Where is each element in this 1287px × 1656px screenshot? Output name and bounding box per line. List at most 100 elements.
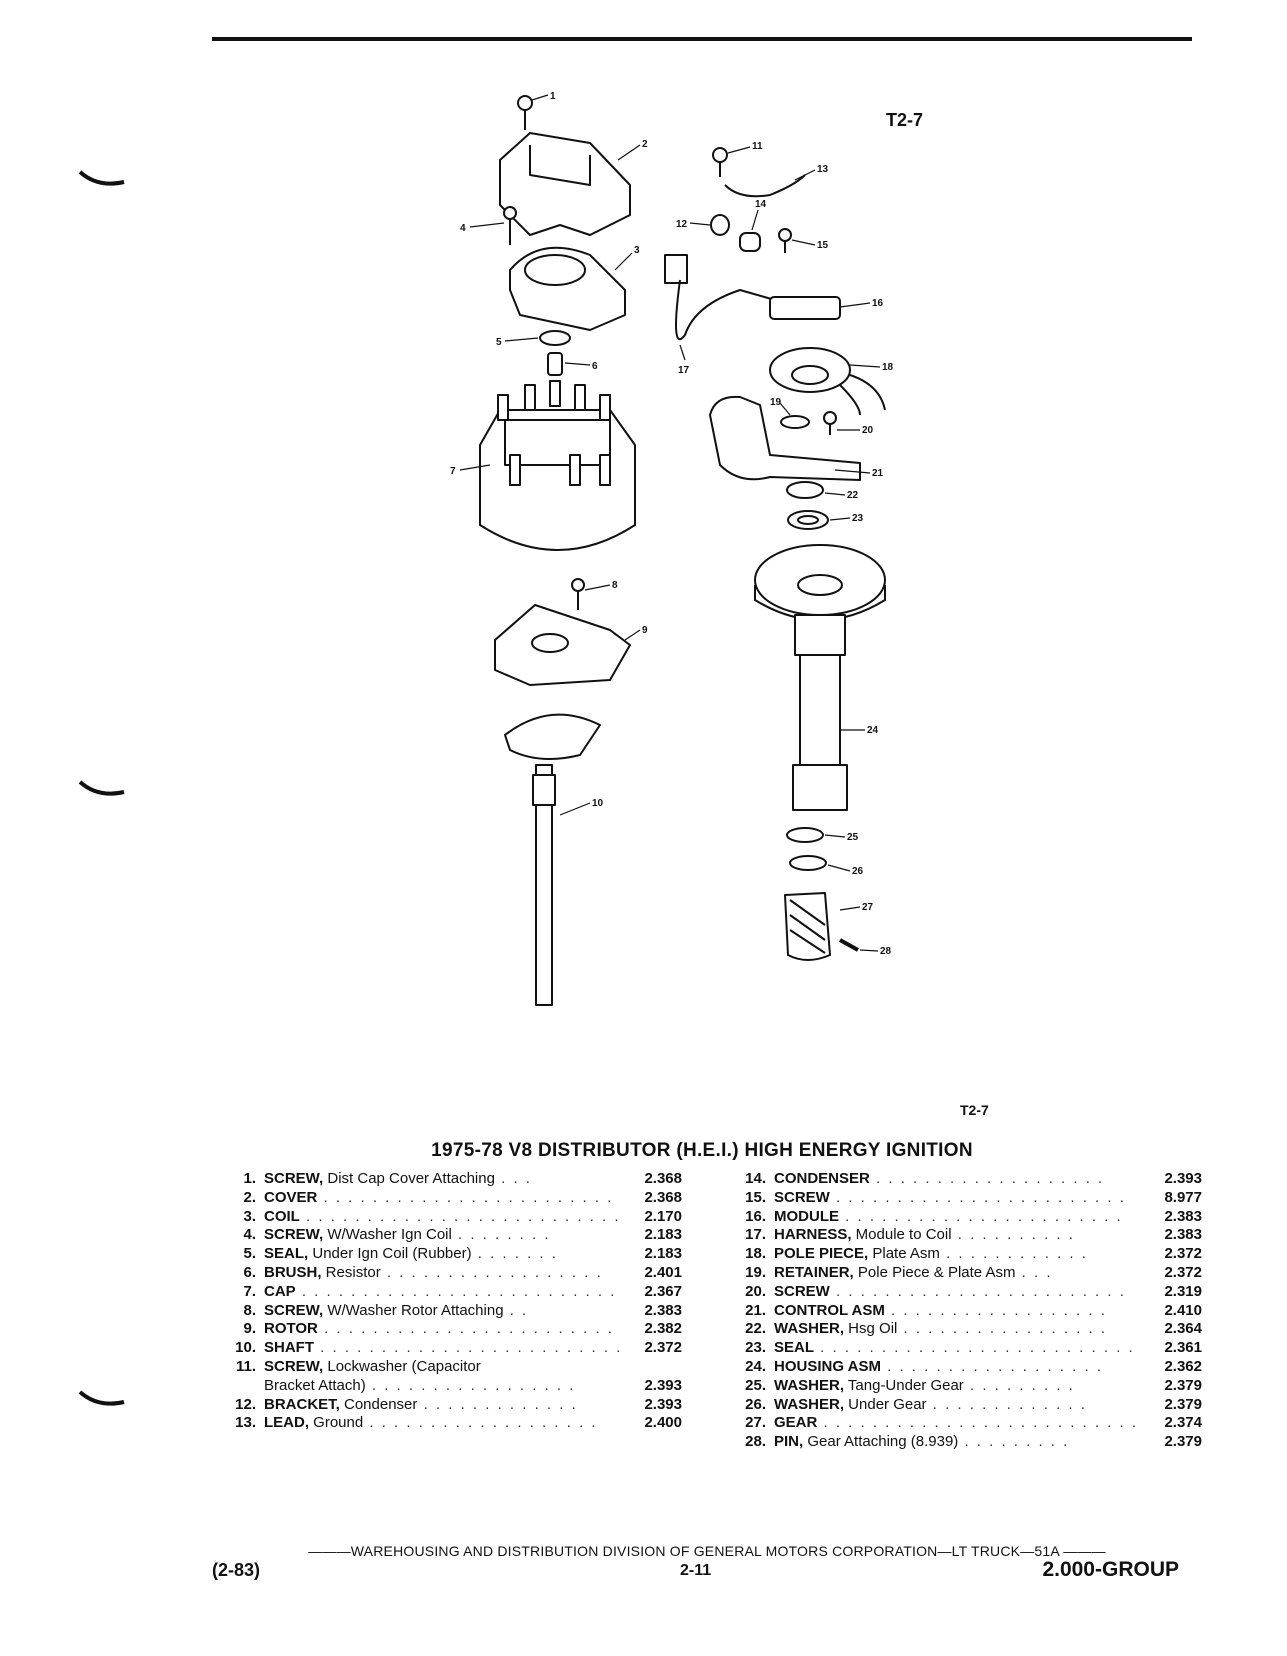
part-number: 5. [243, 1245, 256, 1263]
leader-dots: . . . . . . . . . . . . . . . . . . [380, 1263, 603, 1281]
leader-dots: . . . . . . . . . [958, 1433, 1070, 1451]
part-code: 2.393 [1164, 1170, 1202, 1187]
part-code: 2.393 [644, 1376, 682, 1394]
part-number: 28. [745, 1433, 766, 1451]
part-name: WASHER, [774, 1376, 845, 1394]
part-number: 26. [745, 1395, 766, 1413]
parts-list-row: 23.SEAL . . . . . . . . . . . . . . . . … [722, 1339, 1202, 1358]
callout-23: 23 [852, 513, 864, 524]
part-detail: Dist Cap Cover Attaching [323, 1170, 495, 1187]
callout-25: 25 [847, 832, 859, 843]
leader-dots: . . . . . . . . . . . . . . . . . . . . … [839, 1207, 1123, 1225]
part-detail: Hsg Oil [844, 1320, 898, 1338]
part-description: SHAFT . . . . . . . . . . . . . . . . . … [264, 1339, 620, 1358]
callout-3: 3 [634, 245, 640, 256]
callout-17: 17 [678, 365, 690, 376]
parts-list-row: 5.SEAL, Under Ign Coil (Rubber) . . . . … [212, 1245, 682, 1264]
parts-list-left: 1.SCREW, Dist Cap Cover Attaching . . .2… [212, 1170, 682, 1433]
parts-list-row: 7.CAP . . . . . . . . . . . . . . . . . … [212, 1283, 682, 1302]
part-description: SCREW, Lockwasher (Capacitor [264, 1358, 620, 1377]
part-number: 1. [243, 1170, 256, 1187]
part-code: 2.368 [644, 1170, 682, 1187]
part-description: PIN, Gear Attaching (8.939) . . . . . . … [774, 1433, 1140, 1452]
callout-4: 4 [460, 223, 466, 234]
part-detail: Bracket Attach) [264, 1376, 366, 1394]
part-detail: Under Ign Coil (Rubber) [308, 1245, 472, 1263]
part-code: 2.372 [1164, 1245, 1202, 1263]
part-code: 2.372 [644, 1339, 682, 1357]
parts-list-row: 8.SCREW, W/Washer Rotor Attaching . .2.3… [212, 1302, 682, 1321]
part-description: SCREW . . . . . . . . . . . . . . . . . … [774, 1189, 1140, 1208]
part-description: SEAL . . . . . . . . . . . . . . . . . .… [774, 1339, 1140, 1358]
callout-24: 24 [867, 725, 879, 736]
parts-list-row: 20.SCREW . . . . . . . . . . . . . . . .… [722, 1283, 1202, 1302]
part-retainer [780, 415, 810, 429]
exploded-distributor-diagram: 1 2 4 3 5 6 7 8 9 10 11 12 13 14 15 16 1… [450, 91, 894, 1006]
part-detail: Pole Piece & Plate Asm [853, 1263, 1016, 1281]
leader-dots: . . . . . . . . . . . . [939, 1245, 1088, 1263]
part-detail: W/Washer Ign Coil [323, 1226, 452, 1244]
part-description: CONTROL ASM . . . . . . . . . . . . . . … [774, 1302, 1140, 1321]
parts-list-row: 26.WASHER, Under Gear . . . . . . . . . … [722, 1396, 1202, 1415]
part-name: LEAD, [264, 1414, 309, 1432]
part-name: COVER [264, 1188, 318, 1206]
part-code: 2.393 [644, 1395, 682, 1413]
part-description: COIL . . . . . . . . . . . . . . . . . .… [264, 1208, 620, 1227]
part-number: 24. [745, 1357, 766, 1375]
part-code: 2.400 [644, 1414, 682, 1432]
callout-7: 7 [450, 466, 456, 477]
leader-dots: . . . . . . . . . . . . . . . . . . [880, 1357, 1103, 1375]
part-name: SCREW, [264, 1357, 324, 1375]
parts-list-row: 2.COVER . . . . . . . . . . . . . . . . … [212, 1189, 682, 1208]
part-name: GEAR [774, 1414, 818, 1432]
part-code: 2.374 [1164, 1414, 1202, 1432]
part-number: 17. [745, 1226, 766, 1244]
part-cover [499, 132, 631, 236]
parts-list-row: Bracket Attach) . . . . . . . . . . . . … [212, 1377, 682, 1396]
part-description: CAP . . . . . . . . . . . . . . . . . . … [264, 1283, 620, 1302]
part-detail: Gear Attaching (8.939) [803, 1433, 959, 1451]
part-control-asm [709, 395, 861, 481]
part-name: SCREW, [264, 1170, 324, 1187]
part-detail: Under Gear [844, 1395, 927, 1413]
part-description: HARNESS, Module to Coil . . . . . . . . … [774, 1226, 1140, 1245]
part-name: CONTROL ASM [774, 1301, 885, 1319]
part-detail: Lockwasher (Capacitor [323, 1357, 481, 1375]
part-name: BRACKET, [264, 1395, 340, 1413]
parts-list-row: 4.SCREW, W/Washer Ign Coil . . . . . . .… [212, 1226, 682, 1245]
part-number: 22. [745, 1320, 766, 1338]
part-name: CONDENSER [774, 1170, 870, 1187]
parts-list-row: 19.RETAINER, Pole Piece & Plate Asm . . … [722, 1264, 1202, 1283]
part-code: 8.977 [1164, 1188, 1202, 1206]
part-screw-15 [778, 228, 792, 253]
leader-dots: . . . . . . . . . . . . . . . . . . . [869, 1170, 1105, 1187]
callout-12: 12 [676, 219, 688, 230]
part-name: ROTOR [264, 1320, 318, 1338]
part-name: SCREW, [264, 1226, 324, 1244]
footer-division-line: ———WAREHOUSING AND DISTRIBUTION DIVISION… [308, 1543, 1106, 1559]
parts-list-row: 24.HOUSING ASM . . . . . . . . . . . . .… [722, 1358, 1202, 1377]
part-code: 2.364 [1164, 1320, 1202, 1338]
part-name: SEAL [774, 1339, 815, 1357]
part-description: SCREW, W/Washer Rotor Attaching . . [264, 1302, 620, 1321]
leader-dots: . . . . . . . . . . . . . . . . . . . [363, 1414, 598, 1432]
part-harness-connector [664, 254, 688, 284]
part-number: 27. [745, 1414, 766, 1432]
part-code: 2.383 [1164, 1207, 1202, 1225]
leader-dots: . . . . . . . . . . . . . [926, 1395, 1087, 1413]
parts-list-row: 3. COIL . . . . . . . . . . . . . . . . .… [212, 1208, 682, 1227]
parts-list-row: 11.SCREW, Lockwasher (Capacitor [212, 1358, 682, 1377]
parts-list-row: 22.WASHER, Hsg Oil . . . . . . . . . . .… [722, 1320, 1202, 1339]
diagram-reference-top: T2-7 [886, 110, 924, 130]
part-code: 2.379 [1164, 1433, 1202, 1451]
part-code: 2.170 [644, 1207, 682, 1225]
part-number: 2. [243, 1188, 256, 1206]
part-number: 3. [243, 1207, 256, 1225]
binder-mark-icon [78, 780, 125, 796]
callout-10: 10 [592, 798, 604, 809]
part-description: BRACKET, Condenser . . . . . . . . . . .… [264, 1396, 620, 1415]
diagram-reference-bottom: T2-7 [960, 1102, 989, 1118]
part-pin [839, 938, 859, 952]
part-code: 2.362 [1164, 1357, 1202, 1375]
callout-5: 5 [496, 337, 502, 348]
